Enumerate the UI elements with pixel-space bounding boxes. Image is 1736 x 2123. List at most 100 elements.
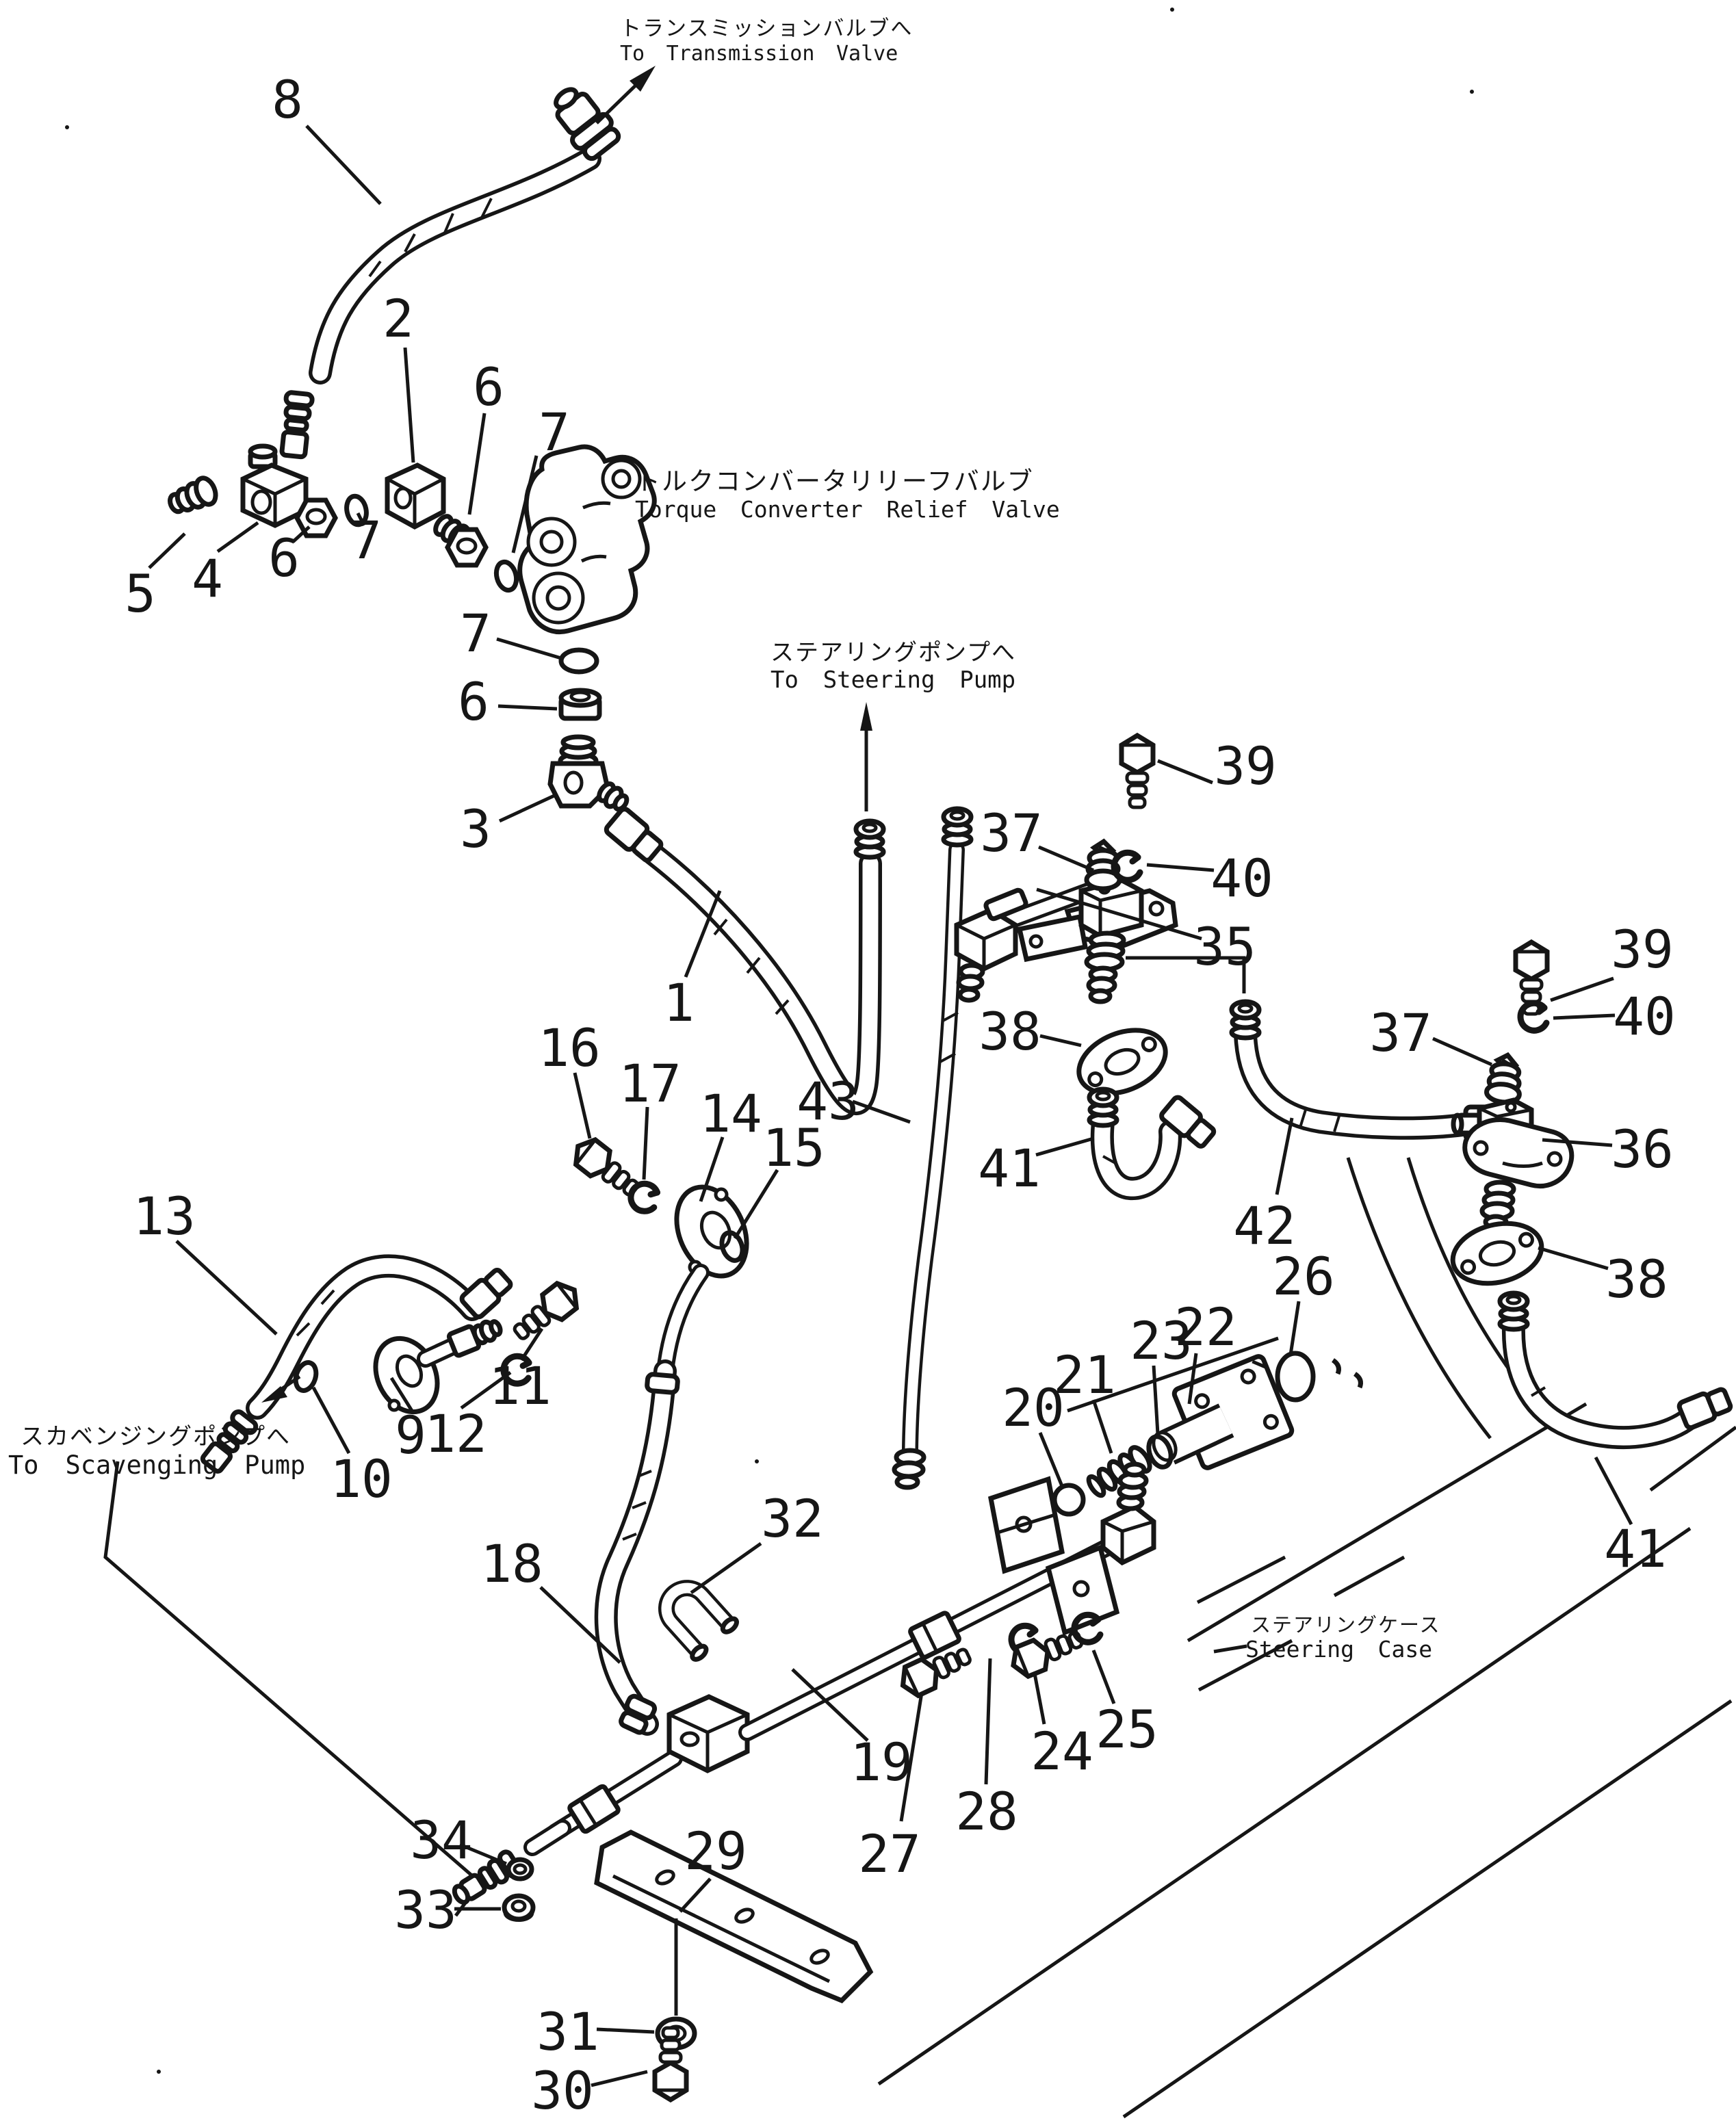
callout-number-38: 38: [979, 1001, 1041, 1062]
tube-assembly-35: [954, 878, 1178, 1004]
label-steering-case-en: Steering Case: [1245, 1636, 1433, 1663]
callout-number-2: 2: [383, 288, 414, 349]
nut-6-bottom: [558, 688, 602, 721]
label-to-steering-pump-en: To Steering Pump: [770, 666, 1016, 694]
leader-line-26: [1288, 1301, 1301, 1355]
leader-line-39: [1157, 759, 1213, 785]
callout-number-43: 43: [796, 1071, 859, 1132]
steering-case-outline: [877, 1157, 1736, 2119]
fitting-4-elbow: [240, 443, 309, 528]
leader-line-27: [899, 1692, 924, 1822]
leader-line-25: [1091, 1650, 1116, 1704]
callout-number-40: 40: [1210, 848, 1273, 909]
leader-line-11: [519, 1327, 544, 1362]
callout-number-12: 12: [424, 1403, 487, 1464]
callout-number-14: 14: [699, 1083, 762, 1144]
label-torque-converter-relief-valve: トルクコンバータリリーフバルブ Torque Converter Relief …: [635, 467, 1060, 523]
leader-line-12: [460, 1370, 512, 1410]
ball-20: [1052, 1483, 1086, 1517]
callout-number-6: 6: [458, 671, 489, 732]
leader-line-8: [305, 125, 382, 205]
callout-number-7: 7: [350, 510, 382, 571]
bolt-39-left: [1122, 735, 1153, 807]
bracket-29: [594, 1829, 874, 2016]
leader-line-31: [596, 2027, 655, 2034]
leader-line-23: [1152, 1365, 1160, 1435]
leader-line-5: [148, 532, 186, 569]
callout-number-41: 41: [978, 1138, 1041, 1199]
label-to-transmission-valve-jp: トランスミッションバルブへ: [620, 16, 914, 41]
gasket-38-right: [1447, 1214, 1548, 1292]
callout-number-32: 32: [761, 1488, 824, 1549]
label-to-steering-pump-jp: ステアリングポンプへ: [770, 639, 1016, 666]
callout-number-27: 27: [858, 1823, 921, 1884]
leader-line-41: [1594, 1456, 1633, 1526]
callout-number-1: 1: [663, 972, 695, 1033]
washer-34: [506, 1857, 534, 1881]
relief-valve-body: [517, 444, 657, 634]
label-to-scavenging-pump-en: To Scavenging Pump: [8, 1450, 306, 1481]
callout-number-15: 15: [762, 1117, 825, 1178]
oring-26: [1275, 1351, 1316, 1403]
callout-number-31: 31: [536, 2001, 599, 2062]
bolt-11: [508, 1277, 584, 1346]
hose-41-right: [1500, 1293, 1733, 1449]
to-scavenging-pump-arrow: [261, 1375, 301, 1403]
leader-line-7: [511, 455, 539, 553]
callout-number-38: 38: [1605, 1249, 1668, 1310]
label-to-scavenging-pump: スカベンジングポンプへ To Scavenging Pump: [8, 1423, 305, 1481]
leader-line-4: [216, 521, 259, 553]
leader-line-20: [1038, 1432, 1064, 1487]
callout-number-41: 41: [1604, 1518, 1667, 1579]
nut-33: [502, 1893, 536, 1922]
plug-37-right: [1486, 1054, 1523, 1104]
leader-line-17: [642, 1106, 649, 1180]
label-to-transmission-valve: トランスミッションバルブへ To Transmission Valve: [620, 16, 913, 66]
label-to-steering-pump: ステアリングポンプへ To Steering Pump: [770, 639, 1016, 694]
leader-line-15: [733, 1169, 779, 1240]
callout-number-39: 39: [1214, 735, 1277, 796]
label-to-scavenging-pump-jp: スカベンジングポンプへ: [21, 1423, 291, 1450]
label-steering-case-jp: ステアリングケース: [1251, 1613, 1441, 1637]
leader-line-43: [852, 1099, 911, 1124]
label-torque-converter-relief-valve-en: Torque Converter Relief Valve: [635, 495, 1060, 523]
leader-line-7: [356, 512, 366, 527]
nut-6-left: [294, 497, 338, 538]
label-steering-case: ステアリングケース Steering Case: [1245, 1613, 1441, 1663]
leader-line-6: [497, 704, 558, 711]
leader-line-39: [1550, 976, 1614, 1002]
leader-line-38: [1538, 1246, 1609, 1271]
label-to-transmission-valve-en: To Transmission Valve: [620, 41, 898, 66]
callout-number-36: 36: [1611, 1119, 1674, 1180]
leader-line-9: [389, 1377, 414, 1412]
callout-number-11: 11: [489, 1355, 552, 1416]
u-clip-32: [658, 1580, 739, 1662]
callout-number-16: 16: [538, 1017, 601, 1078]
oring-23: [1146, 1434, 1174, 1470]
leader-line-38: [1039, 1034, 1082, 1047]
callout-number-6: 6: [473, 356, 504, 417]
callout-number-24: 24: [1031, 1721, 1093, 1782]
leader-line-36: [1542, 1138, 1613, 1147]
leader-line-18: [539, 1586, 621, 1664]
callout-number-37: 37: [1369, 1002, 1432, 1063]
leader-line-6: [292, 525, 311, 543]
leader-line-21: [1091, 1399, 1113, 1454]
leader-line-2: [403, 347, 415, 463]
gasket-38-left: [1070, 1018, 1175, 1105]
callout-number-28: 28: [955, 1781, 1018, 1842]
leader-line-37: [1431, 1037, 1493, 1067]
callout-number-30: 30: [531, 2060, 594, 2121]
fitting-5-barb: [168, 476, 218, 515]
leader-line-22: [1187, 1353, 1198, 1405]
leader-line-37: [1038, 845, 1094, 872]
hose-41-center: [1089, 1089, 1217, 1201]
hose-1: [604, 807, 883, 1115]
oring-7-bottom: [558, 647, 599, 675]
junction-block: [452, 1694, 750, 1905]
leader-line-13: [175, 1240, 278, 1336]
callout-number-6: 6: [268, 528, 300, 588]
leader-line-32: [690, 1541, 762, 1595]
